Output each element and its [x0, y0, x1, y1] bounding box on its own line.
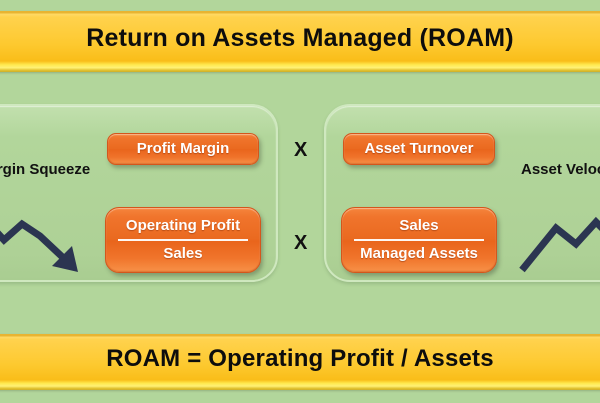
profit-margin-denominator: Sales [163, 245, 203, 262]
roam-formula: ROAM = Operating Profit / Assets [106, 345, 494, 372]
caption-asset-velocity: Asset Velocity [521, 161, 600, 178]
page-title: Return on Assets Managed (ROAM) [86, 24, 514, 52]
box-profit-margin-label: Profit Margin [136, 140, 230, 158]
fraction-bar [118, 239, 248, 241]
multiply-operator-bottom: X [294, 232, 308, 254]
fraction-bar [354, 239, 484, 241]
footer-banner: ROAM = Operating Profit / Assets [0, 334, 600, 390]
profit-margin-numerator: Operating Profit [125, 216, 241, 234]
box-profit-margin[interactable]: Profit Margin [107, 133, 259, 165]
asset-turnover-numerator: Sales [399, 216, 439, 234]
caption-margin-squeeze: Margin Squeeze [0, 161, 91, 178]
box-asset-turnover-ratio[interactable]: Sales Managed Assets [341, 207, 497, 273]
box-asset-turnover-label: Asset Turnover [364, 140, 474, 158]
box-asset-turnover[interactable]: Asset Turnover [343, 133, 495, 165]
multiply-operator-top: X [294, 139, 308, 161]
asset-turnover-denominator: Managed Assets [360, 245, 478, 262]
box-profit-margin-ratio[interactable]: Operating Profit Sales [105, 207, 261, 273]
header-banner: Return on Assets Managed (ROAM) [0, 11, 600, 72]
